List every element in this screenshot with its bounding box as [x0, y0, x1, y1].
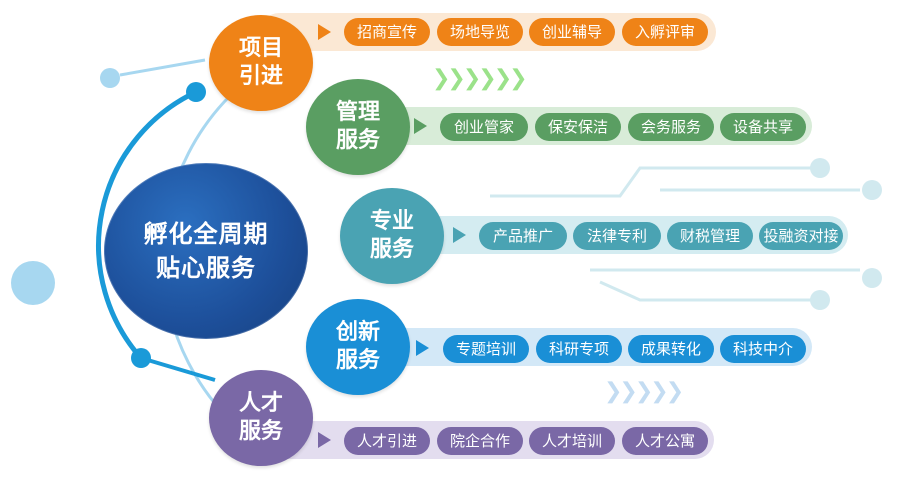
item-pill: 创业辅导 — [529, 18, 615, 46]
center-title-line2: 贴心服务 — [156, 254, 256, 282]
node-label-line2: 引进 — [238, 64, 283, 89]
play-arrow-icon — [414, 118, 427, 134]
connector-dot — [11, 261, 55, 305]
node-label-line1: 专业 — [369, 209, 414, 234]
node-label-line2: 服务 — [369, 237, 414, 262]
center-title-line1: 孵化全周期 — [143, 220, 269, 248]
circuit-dot — [862, 180, 882, 200]
inner-ring-arc — [96, 89, 198, 359]
item-pill: 招商宣传 — [344, 18, 430, 46]
circuit-dot — [810, 158, 830, 178]
play-arrow-icon — [318, 432, 331, 448]
item-pill: 人才培训 — [529, 427, 615, 455]
connector-line — [119, 58, 206, 77]
item-pill: 专题培训 — [443, 335, 529, 363]
item-pill: 场地导览 — [437, 18, 523, 46]
circuit-dot — [810, 290, 830, 310]
node-innovation: 创新 服务 — [306, 299, 410, 395]
center-circle: 孵化全周期 贴心服务 — [104, 163, 308, 339]
item-pill: 创业管家 — [440, 113, 528, 141]
node-label-line2: 服务 — [335, 348, 380, 373]
item-pill: 成果转化 — [628, 335, 714, 363]
circuit-line — [599, 280, 818, 302]
node-label-line1: 人才 — [238, 391, 283, 416]
node-management: 管理 服务 — [306, 79, 410, 175]
node-label-line2: 服务 — [335, 128, 380, 153]
node-label-line1: 创新 — [335, 320, 380, 345]
item-pill: 设备共享 — [720, 113, 806, 141]
circuit-dot — [862, 268, 882, 288]
chevron-right-icon: ❯❯❯❯❯❯ — [432, 66, 528, 91]
item-pill: 财税管理 — [667, 222, 753, 250]
circuit-line — [490, 166, 818, 198]
node-professional: 专业 服务 — [340, 188, 444, 284]
node-label-line1: 项目 — [238, 36, 283, 61]
chevron-right-icon: ❯❯❯❯❯ — [604, 379, 684, 404]
item-pill: 保安保洁 — [535, 113, 621, 141]
item-pill: 院企合作 — [437, 427, 523, 455]
play-arrow-icon — [453, 227, 466, 243]
connector-line — [140, 356, 216, 382]
node-label-line2: 服务 — [238, 419, 283, 444]
item-pill: 人才引进 — [344, 427, 430, 455]
node-talent: 人才 服务 — [209, 370, 313, 466]
connector-dot — [186, 82, 206, 102]
connector-dot — [100, 68, 120, 88]
play-arrow-icon — [318, 24, 331, 40]
node-project-intro: 项目 引进 — [209, 15, 313, 111]
item-pill: 人才公寓 — [622, 427, 708, 455]
item-pill: 法律专利 — [573, 222, 661, 250]
item-pill: 科技中介 — [720, 335, 806, 363]
node-label-line1: 管理 — [335, 100, 380, 125]
item-pill: 投融资对接 — [759, 222, 843, 250]
item-pill: 产品推广 — [479, 222, 567, 250]
play-arrow-icon — [416, 340, 429, 356]
item-pill: 会务服务 — [628, 113, 714, 141]
item-pill: 科研专项 — [536, 335, 622, 363]
item-pill: 入孵评审 — [622, 18, 708, 46]
